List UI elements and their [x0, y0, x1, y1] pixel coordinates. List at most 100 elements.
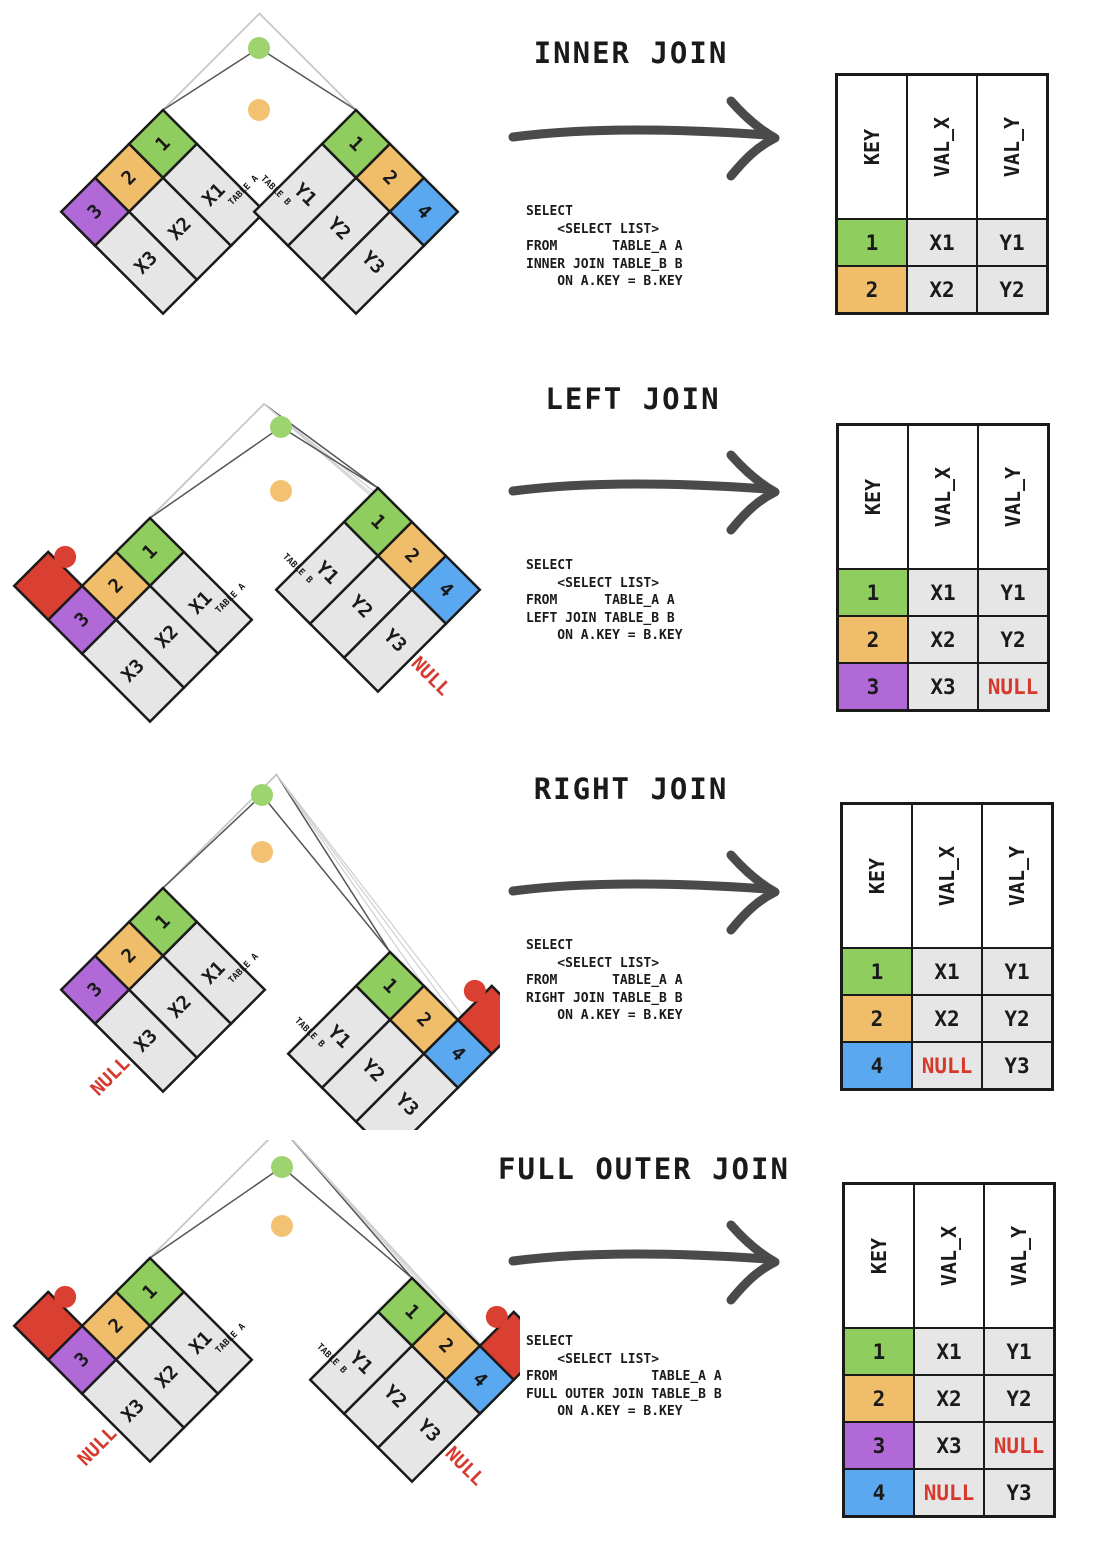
sql-query: SELECT <SELECT LIST> FROM TABLE_A A INNE… [526, 204, 683, 289]
val-x-cell: X2 [906, 265, 978, 315]
grid-line [162, 12, 357, 111]
val-x-cell: X2 [913, 1374, 985, 1423]
grid-line [162, 794, 263, 889]
null-label: NULL [86, 1052, 134, 1100]
match-dot-key1 [248, 37, 270, 59]
column-header-label: VAL_Y [1007, 1225, 1031, 1287]
match-dot-key2 [270, 480, 292, 502]
null-cell [12, 550, 84, 622]
null-match-dot [485, 1305, 508, 1328]
match-dot-key1 [270, 416, 292, 438]
arrow-icon [508, 450, 780, 535]
val-x-cell: X2 [911, 994, 983, 1043]
key-cell: 3 [842, 1421, 915, 1470]
column-header-label: VAL_Y [1000, 116, 1024, 178]
val-x-cell: NULL [913, 1468, 985, 1518]
join-title: LEFT JOIN [545, 382, 721, 416]
value-cell [93, 210, 199, 316]
key-cell: 1 [836, 568, 909, 617]
column-header-label: VAL_Y [1005, 845, 1029, 907]
val-y-cell: Y2 [977, 615, 1050, 664]
column-header: KEY [835, 73, 908, 220]
column-header: VAL_Y [983, 1182, 1056, 1329]
sql-query: SELECT <SELECT LIST> FROM TABLE_A A FULL… [526, 1334, 722, 1419]
sql-query: SELECT <SELECT LIST> FROM TABLE_A A LEFT… [526, 558, 683, 643]
key-cell: 2 [840, 994, 913, 1043]
key-cell: 2 [842, 1374, 915, 1423]
column-header: KEY [836, 423, 909, 570]
column-header: VAL_X [913, 1182, 985, 1329]
match-dot-key2 [251, 841, 273, 863]
sql-query: SELECT <SELECT LIST> FROM TABLE_A A RIGH… [526, 938, 683, 1023]
key-cell: 3 [836, 662, 909, 712]
value-cell [342, 588, 448, 694]
value-cell [354, 1052, 460, 1130]
val-x-cell: X1 [913, 1327, 985, 1376]
match-dot-key1 [251, 784, 273, 806]
key-cell: 4 [842, 1468, 915, 1518]
column-header: VAL_Y [981, 802, 1054, 949]
val-x-cell: X1 [911, 947, 983, 996]
key-cell: 2 [836, 615, 909, 664]
join-title: RIGHT JOIN [533, 772, 729, 806]
val-y-cell: Y3 [981, 1041, 1054, 1091]
join-title: FULL OUTER JOIN [498, 1152, 790, 1186]
grid-line [258, 47, 357, 111]
value-cell [80, 1358, 186, 1464]
join-title: INNER JOIN [533, 36, 729, 70]
val-y-cell: Y1 [983, 1327, 1056, 1376]
null-label: NULL [73, 1422, 121, 1470]
value-cell [376, 1378, 482, 1484]
key-cell: 1 [835, 218, 908, 267]
column-header-label: VAL_X [937, 1225, 961, 1287]
val-y-cell: Y1 [981, 947, 1054, 996]
column-header-label: KEY [867, 1237, 891, 1275]
key-cell: 1 [842, 1327, 915, 1376]
null-match-dot [54, 545, 77, 568]
column-header: KEY [840, 802, 913, 949]
val-x-cell: X1 [907, 568, 979, 617]
column-header-label: VAL_X [935, 845, 959, 907]
null-match-dot [463, 979, 486, 1002]
grid-line [149, 403, 379, 519]
val-y-cell: NULL [977, 662, 1050, 712]
null-cell [478, 1310, 520, 1382]
column-header: VAL_Y [977, 423, 1050, 570]
column-header-label: VAL_X [930, 116, 954, 178]
match-dot-key2 [271, 1215, 293, 1237]
val-x-cell: X1 [906, 218, 978, 267]
column-header: VAL_Y [976, 73, 1049, 220]
key-cell: 2 [835, 265, 908, 315]
key-cell: 1 [840, 947, 913, 996]
match-dot-key2 [248, 99, 270, 121]
grid-line [261, 794, 391, 953]
column-header-label: KEY [861, 478, 885, 516]
val-x-cell: X2 [907, 615, 979, 664]
column-header-label: VAL_Y [1001, 466, 1025, 528]
null-cell [12, 1290, 84, 1362]
column-header: KEY [842, 1182, 915, 1329]
grid-line [149, 426, 282, 519]
column-header: VAL_X [911, 802, 983, 949]
null-cell [456, 984, 500, 1056]
